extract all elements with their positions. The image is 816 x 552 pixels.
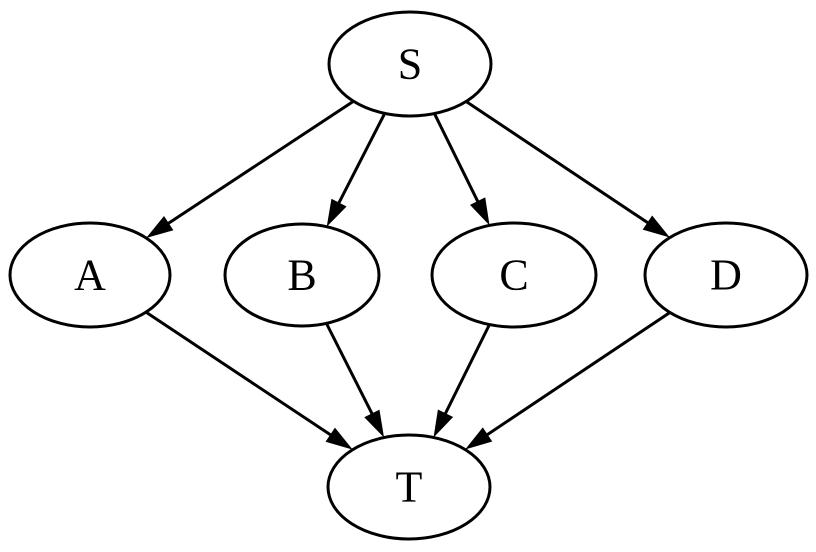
arrowhead-A-T bbox=[325, 427, 353, 450]
node-ellipse-C bbox=[430, 221, 598, 329]
edge-B-T bbox=[325, 322, 375, 416]
node-label-A: A bbox=[74, 251, 106, 300]
node-label-T: T bbox=[396, 463, 423, 512]
edge-S-D bbox=[465, 100, 650, 225]
edge-S-A bbox=[166, 100, 355, 226]
arrowhead-S-B bbox=[326, 198, 347, 227]
node-ellipse-A bbox=[8, 221, 172, 329]
edge-A-T bbox=[145, 310, 333, 438]
node-ellipse-T bbox=[326, 433, 492, 541]
node-ellipse-S bbox=[327, 10, 493, 118]
edge-C-T bbox=[443, 323, 491, 416]
node-label-D: D bbox=[710, 251, 742, 300]
node-label-B: B bbox=[287, 251, 316, 300]
node-label-S: S bbox=[398, 40, 422, 89]
arrowhead-S-A bbox=[146, 216, 174, 238]
arrowhead-C-T bbox=[433, 409, 454, 438]
arrowhead-B-T bbox=[364, 409, 385, 438]
arrowhead-S-D bbox=[642, 215, 670, 238]
arrowhead-S-C bbox=[469, 197, 490, 226]
edge-S-B bbox=[336, 112, 387, 206]
node-ellipse-B bbox=[223, 222, 381, 328]
node-ellipse-D bbox=[643, 221, 809, 329]
node-label-C: C bbox=[499, 251, 528, 300]
arrowhead-D-T bbox=[465, 427, 493, 450]
edge-D-T bbox=[485, 311, 671, 437]
edge-S-C bbox=[433, 112, 480, 204]
